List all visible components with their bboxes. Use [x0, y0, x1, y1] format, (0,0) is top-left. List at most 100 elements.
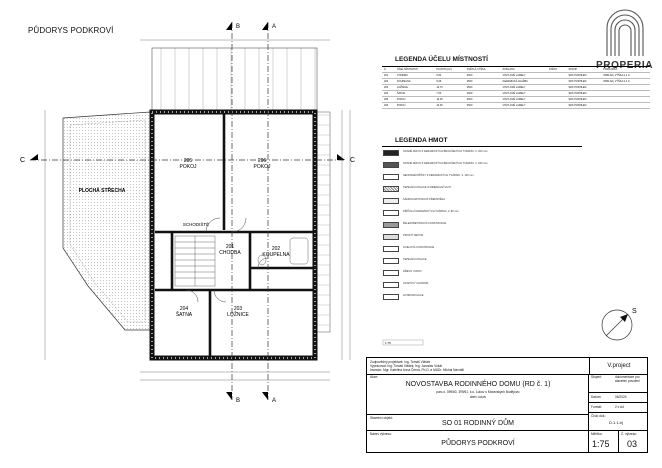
section-arrow-icon — [226, 392, 232, 400]
legend-divider — [382, 146, 582, 147]
dimension-lines — [44, 39, 351, 381]
responsible-designer: Zodpovědný projektant: Ing. Tomáš Vlášek — [370, 360, 431, 364]
material-label: SÁDROKARTONOVÁ PŘEDSTĚNA — [403, 198, 445, 201]
section-mark-b: B — [236, 398, 240, 404]
section-arrow-icon — [262, 22, 268, 30]
stage-label: Stupeň: — [591, 375, 602, 379]
scale-label: Měřítko: — [591, 432, 603, 436]
room-name: KOUPELNA — [262, 252, 290, 258]
table-cell — [546, 72, 567, 79]
material-label: OKAPOVÝ CHODNÍK — [403, 282, 429, 285]
project-name: NOVOSTAVBA RODINNÉHO DOMU (RD č. 1) — [405, 381, 551, 388]
section-arrow-icon — [30, 154, 38, 160]
room-number: 201 — [226, 244, 235, 250]
material-swatch — [383, 234, 399, 240]
table-cell: 16,70 — [434, 84, 465, 91]
table-cell: 2500 — [464, 102, 501, 109]
section-arrow-icon — [226, 22, 232, 30]
table-cell: 6,84 — [434, 72, 465, 79]
table-cell: 2500 — [464, 72, 501, 79]
table-cell: KERAMICKÁ DLAŽBA — [500, 78, 547, 85]
material-swatch — [383, 150, 399, 156]
outer-walls — [149, 109, 318, 361]
date-value: 06/2024 — [615, 395, 627, 399]
table-cell: 204 — [382, 90, 395, 97]
table-cell: LOŽNICE — [394, 84, 435, 91]
table-cell: VINYLOVÉ LAMELY — [500, 96, 547, 103]
rooms-column-header: STĚNY — [546, 67, 567, 73]
brand-name: PROPERIA — [596, 60, 654, 71]
table-cell — [601, 84, 650, 91]
section-mark-b: B — [236, 24, 240, 30]
material-swatch — [383, 270, 399, 276]
material-swatch — [383, 282, 399, 288]
roof-overhang — [151, 47, 318, 111]
project-municipality: obec Lukov — [469, 395, 487, 399]
drawing-number-value: 03 — [627, 439, 638, 449]
table-cell: 201 — [382, 72, 395, 79]
room-number: 206 — [258, 158, 267, 164]
object-label: Stavební objekt: — [370, 416, 393, 420]
table-cell: SDK PODHLED — [566, 78, 602, 85]
rooms-column-header: SVĚTLÁ VÝŠKA — [464, 67, 501, 73]
investor: Investor: Mgr. Kateřina Anna Černá, Ph.D… — [370, 368, 464, 373]
section-arrow-icon — [337, 154, 345, 160]
drawing-name: PŮDORYS PODKROVÍ — [441, 440, 515, 447]
table-cell: VINYLOVÉ LAMELY — [500, 90, 547, 97]
material-swatch — [383, 246, 399, 252]
material-swatch — [383, 198, 399, 204]
rooms-column-header: Č. — [382, 67, 395, 73]
material-label: HYDROIZOLACE — [403, 294, 424, 297]
material-label: PŘÍČKA Z KERAMICKÝCH TVÁRNIC, tl. 80 mm — [403, 210, 459, 213]
table-cell: VINYLOVÉ LAMELY — [500, 102, 547, 109]
material-label: NOSNÉ ZDIVO Z KERAMICKÝCH BROUŠENÝCH TVÁ… — [403, 150, 488, 153]
stage-value: dokumentace pro stavební povolení — [615, 375, 640, 384]
table-cell: 206 — [382, 102, 395, 109]
table-cell: 205 — [382, 96, 395, 103]
material-swatch — [383, 222, 399, 228]
material-label: OCELOVÁ KONSTRUKCE — [403, 246, 435, 249]
material-swatch — [383, 210, 399, 216]
material-label: DŘEVO / KROV — [403, 270, 422, 273]
material-label: ŽELEZOBETONOVÁ KONSTRUKCE — [403, 222, 447, 225]
north-arrow-icon — [601, 309, 633, 341]
table-cell: ŠATNA — [394, 90, 435, 97]
room-name: CHODBA — [219, 250, 241, 256]
material-swatch — [383, 162, 399, 168]
room-number: 202 — [272, 246, 281, 252]
table-cell: SDK PODHLED — [566, 72, 602, 79]
scale-box — [382, 339, 424, 346]
room-number: 204 — [180, 306, 189, 312]
table-cell: POKOJ — [394, 102, 435, 109]
company-name: V.project — [589, 358, 648, 374]
prepared-by: Vypracoval: Ing. Tomáš Vlášek, Ing. Jaro… — [370, 364, 442, 369]
legend-rooms-title: LEGENDA ÚČELU MÍSTNOSTÍ — [395, 56, 488, 63]
properia-logo-icon — [606, 9, 644, 56]
table-cell: 16,25 — [434, 102, 465, 109]
table-cell: SDK PODHLED — [566, 96, 602, 103]
drawing-label: Název výkresu: — [370, 432, 392, 436]
table-cell: 2500 — [464, 90, 501, 97]
material-label: TEPELNÁ IZOLACE — [403, 258, 427, 261]
section-mark-a: A — [272, 398, 276, 404]
room-number: 203 — [234, 306, 243, 312]
inner-walls — [155, 114, 313, 356]
table-cell: 5,66 — [434, 78, 465, 85]
project-location: parc.č. 399/60, 399/61, k.ú. Lukov u Mor… — [436, 390, 520, 394]
material-swatch — [383, 294, 399, 300]
table-cell: 2500 — [464, 96, 501, 103]
table-cell: VINYLOVÉ LAMELY — [500, 84, 547, 91]
table-cell: 7,53 — [434, 90, 465, 97]
page-title: PŮDORYS PODKROVÍ — [28, 26, 114, 35]
section-mark-c: C — [20, 157, 25, 164]
date-label: Datum: — [591, 395, 602, 399]
flat-roof-label: PLOCHÁ STŘECHA — [79, 186, 126, 194]
table-cell — [546, 102, 567, 109]
north-label: S — [632, 308, 637, 315]
legend-materials-title: LEGENDA HMOT — [395, 137, 448, 144]
